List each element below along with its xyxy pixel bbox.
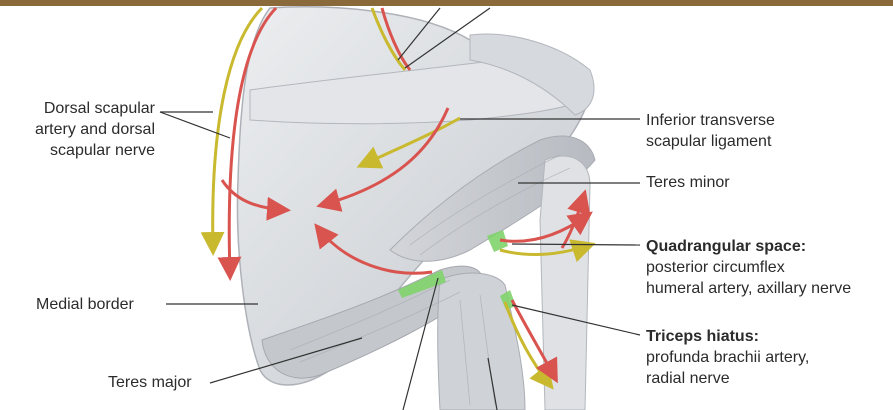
label-inferior-transverse: Inferior transverse scapular ligament — [646, 110, 775, 152]
label-triceps-line2: radial nerve — [646, 368, 809, 389]
label-triceps-title: Triceps hiatus: — [646, 326, 809, 347]
triceps-long-head — [438, 273, 525, 410]
label-quadrangular-title: Quadrangular space: — [646, 236, 851, 257]
label-teres-minor: Teres minor — [646, 172, 730, 193]
top-photo-strip — [0, 0, 893, 6]
label-dorsal-scapular: Dorsal scapular artery and dorsal scapul… — [0, 98, 155, 161]
humerus — [540, 156, 590, 410]
label-dorsal-scapular-line3: scapular nerve — [0, 140, 155, 161]
label-dorsal-scapular-line1: Dorsal scapular — [0, 98, 155, 119]
label-inferior-transverse-line1: Inferior transverse — [646, 110, 775, 131]
label-teres-major-text: Teres major — [108, 372, 192, 393]
label-quadrangular-line1: posterior circumflex — [646, 257, 851, 278]
label-inferior-transverse-line2: scapular ligament — [646, 131, 775, 152]
label-quadrangular-space: Quadrangular space: posterior circumflex… — [646, 236, 851, 299]
label-medial-border-text: Medial border — [36, 294, 134, 315]
label-teres-minor-text: Teres minor — [646, 172, 730, 193]
label-quadrangular-line2: humeral artery, axillary nerve — [646, 278, 851, 299]
label-triceps-line1: profunda brachii artery, — [646, 347, 809, 368]
label-medial-border: Medial border — [36, 294, 134, 315]
label-dorsal-scapular-line2: artery and dorsal — [0, 119, 155, 140]
label-triceps-hiatus: Triceps hiatus: profunda brachii artery,… — [646, 326, 809, 389]
label-teres-major: Teres major — [108, 372, 192, 393]
